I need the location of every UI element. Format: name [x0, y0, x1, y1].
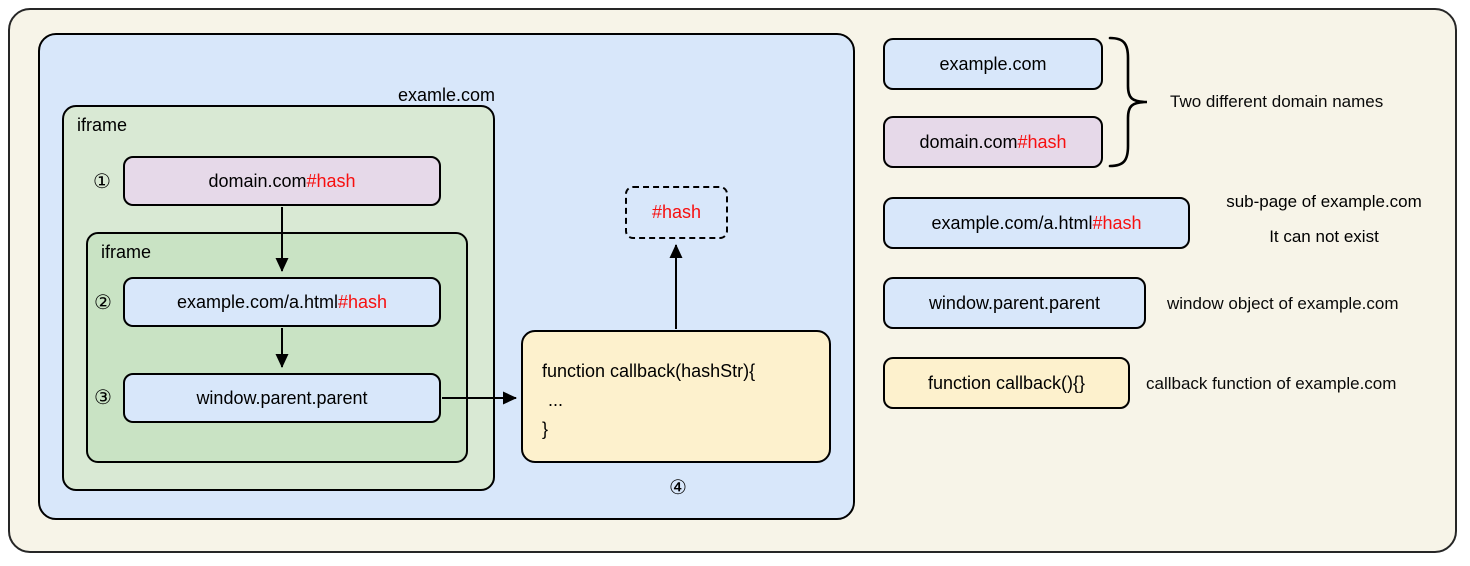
node-hash-output: #hash: [625, 186, 728, 239]
node-subpage-text: example.com/a.html: [176, 291, 338, 312]
step-1-badge: ①: [93, 169, 111, 193]
node-domain-hash-text: domain.com: [208, 170, 307, 191]
legend-window-parent-text: window.parent.parent: [928, 292, 1101, 313]
node-subpage-hash: example.com/a.html#hash: [123, 277, 441, 327]
legend-callback-text: function callback(){}: [927, 372, 1086, 393]
node-subpage-fragment: #hash: [338, 291, 388, 312]
callback-line-3: }: [542, 419, 549, 439]
legend-subpage-text: example.com/a.html: [931, 212, 1093, 233]
node-window-parent-text: window.parent.parent: [196, 387, 368, 408]
legend-note-subpage-line1: sub-page of example.com: [1226, 192, 1422, 211]
legend-item-example-com: example.com: [883, 38, 1103, 90]
legend-example-com-text: example.com: [939, 53, 1047, 74]
legend-item-domain-com-hash: domain.com#hash: [883, 116, 1103, 168]
legend-item-subpage-hash: example.com/a.html#hash: [883, 197, 1190, 249]
legend-domain-fragment: #hash: [1017, 131, 1067, 152]
legend-note-domain-pair: Two different domain names: [1170, 92, 1384, 111]
callback-line-2: ...: [548, 390, 564, 410]
hash-output-text: #hash: [651, 202, 702, 222]
inner-iframe: iframe: [86, 232, 468, 463]
legend-item-callback: function callback(){}: [883, 357, 1130, 409]
legend-note-subpage-line2: It can not exist: [1269, 227, 1379, 246]
node-domain-hash: domain.com#hash: [123, 156, 441, 206]
legend-note-callback: callback function of example.com: [1146, 374, 1397, 393]
container-title: examle.com: [397, 85, 496, 105]
inner-iframe-label: iframe: [101, 242, 152, 262]
legend-subpage-fragment: #hash: [1092, 212, 1142, 233]
legend-note-subpage: sub-page of example.com It can not exist: [1198, 192, 1450, 247]
step-2-badge: ②: [94, 290, 112, 314]
step-3-badge: ③: [94, 385, 112, 409]
legend-domain-text: domain.com: [919, 131, 1018, 152]
step-4-badge: ④: [669, 475, 687, 499]
node-window-parent: window.parent.parent: [123, 373, 441, 423]
callback-line-1: function callback(hashStr){: [542, 361, 756, 381]
outer-iframe-label: iframe: [77, 115, 128, 135]
node-callback-function: function callback(hashStr){ ... }: [521, 330, 831, 463]
legend-item-window-parent: window.parent.parent: [883, 277, 1146, 329]
node-domain-hash-fragment: #hash: [306, 170, 356, 191]
legend-note-window-parent: window object of example.com: [1167, 294, 1399, 313]
